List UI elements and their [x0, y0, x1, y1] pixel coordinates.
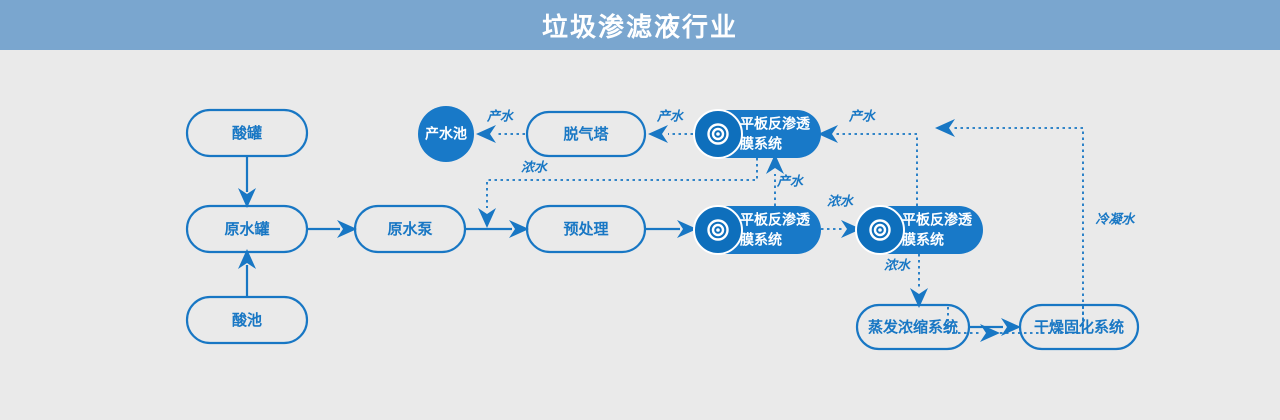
flow-acid-tank-to-raw-water-tank: [238, 156, 256, 208]
flow-pretreatment-to-ro-mid: [645, 220, 697, 238]
node-acid-pool-label: 酸池: [232, 311, 262, 329]
node-raw-water-tank[interactable]: 原水罐: [185, 204, 309, 254]
node-drying-solidification-system[interactable]: 干燥固化系统: [1018, 303, 1140, 351]
process-flow-diagram: 酸罐 原水罐 酸池 原水泵 预处理: [185, 106, 1140, 351]
edge-label-concentrate-3: 浓水: [884, 257, 911, 272]
node-product-water-pool[interactable]: 产水池: [418, 106, 474, 162]
flow-ro-top-to-degas-tower-product-water: [648, 125, 693, 143]
flow-ro-top-to-pretreatment-concentrate: [478, 158, 758, 228]
node-raw-water-pump[interactable]: 原水泵: [353, 204, 467, 254]
flow-ro-mid-to-ro-right-concentrate: [821, 220, 861, 238]
node-evaporation-concentration-system[interactable]: 蒸发浓缩系统: [855, 303, 971, 351]
node-ro-membrane-system-right[interactable]: 平板反渗透 膜系统: [855, 205, 983, 255]
diagram-canvas: 酸罐 原水罐 酸池 原水泵 预处理: [0, 50, 1280, 420]
node-raw-water-pump-label: 原水泵: [387, 220, 432, 238]
node-ro-top-label-line2: 膜系统: [740, 136, 782, 152]
flow-degas-tower-to-product-pool-product-water: [476, 125, 525, 143]
node-ro-right-label-line1: 平板反渗透: [902, 212, 973, 228]
edge-label-product-water-4: 产水: [776, 173, 804, 188]
edge-label-concentrate-1: 浓水: [521, 159, 548, 174]
node-ro-top-label-line1: 平板反渗透: [740, 116, 811, 132]
node-acid-tank[interactable]: 酸罐: [185, 108, 309, 158]
edge-label-concentrate-2: 浓水: [827, 193, 854, 208]
node-ro-mid-label-line1: 平板反渗透: [740, 212, 811, 228]
node-ro-membrane-system-top[interactable]: 平板反渗透 膜系统: [693, 109, 821, 159]
node-acid-pool[interactable]: 酸池: [185, 295, 309, 345]
edge-label-product-water-3: 产水: [848, 108, 876, 123]
flow-acid-pool-to-raw-water-tank: [238, 249, 256, 297]
node-pretreatment-label: 预处理: [563, 220, 608, 238]
page-title: 垃圾渗滤液行业: [541, 11, 738, 42]
node-ro-mid-label-line2: 膜系统: [740, 232, 782, 248]
edge-label-condensate: 冷凝水: [1095, 211, 1135, 226]
node-pretreatment[interactable]: 预处理: [525, 204, 647, 254]
node-degas-tower-label: 脱气塔: [563, 125, 609, 143]
node-ro-right-label-line2: 膜系统: [902, 232, 944, 248]
page-header: 垃圾渗滤液行业: [0, 0, 1280, 50]
edge-label-product-water-1: 产水: [486, 108, 514, 123]
node-evaporation-label: 蒸发浓缩系统: [868, 318, 958, 336]
node-product-water-pool-label: 产水池: [425, 126, 467, 142]
node-raw-water-tank-label: 原水罐: [224, 220, 269, 238]
flow-raw-water-tank-to-pump: [307, 220, 357, 238]
flow-evaporator-condensate-return: [935, 119, 1084, 342]
edge-label-product-water-2: 产水: [656, 108, 684, 123]
flow-ro-right-to-ro-top-product-water: [818, 125, 918, 206]
flow-ro-right-to-evaporator-concentrate: [910, 254, 928, 308]
node-degas-tower[interactable]: 脱气塔: [525, 110, 647, 158]
node-acid-tank-label: 酸罐: [232, 124, 262, 142]
node-ro-membrane-system-mid[interactable]: 平板反渗透 膜系统: [693, 205, 821, 255]
node-drying-label: 干燥固化系统: [1034, 318, 1124, 336]
flow-pump-to-pretreatment: [465, 220, 529, 238]
